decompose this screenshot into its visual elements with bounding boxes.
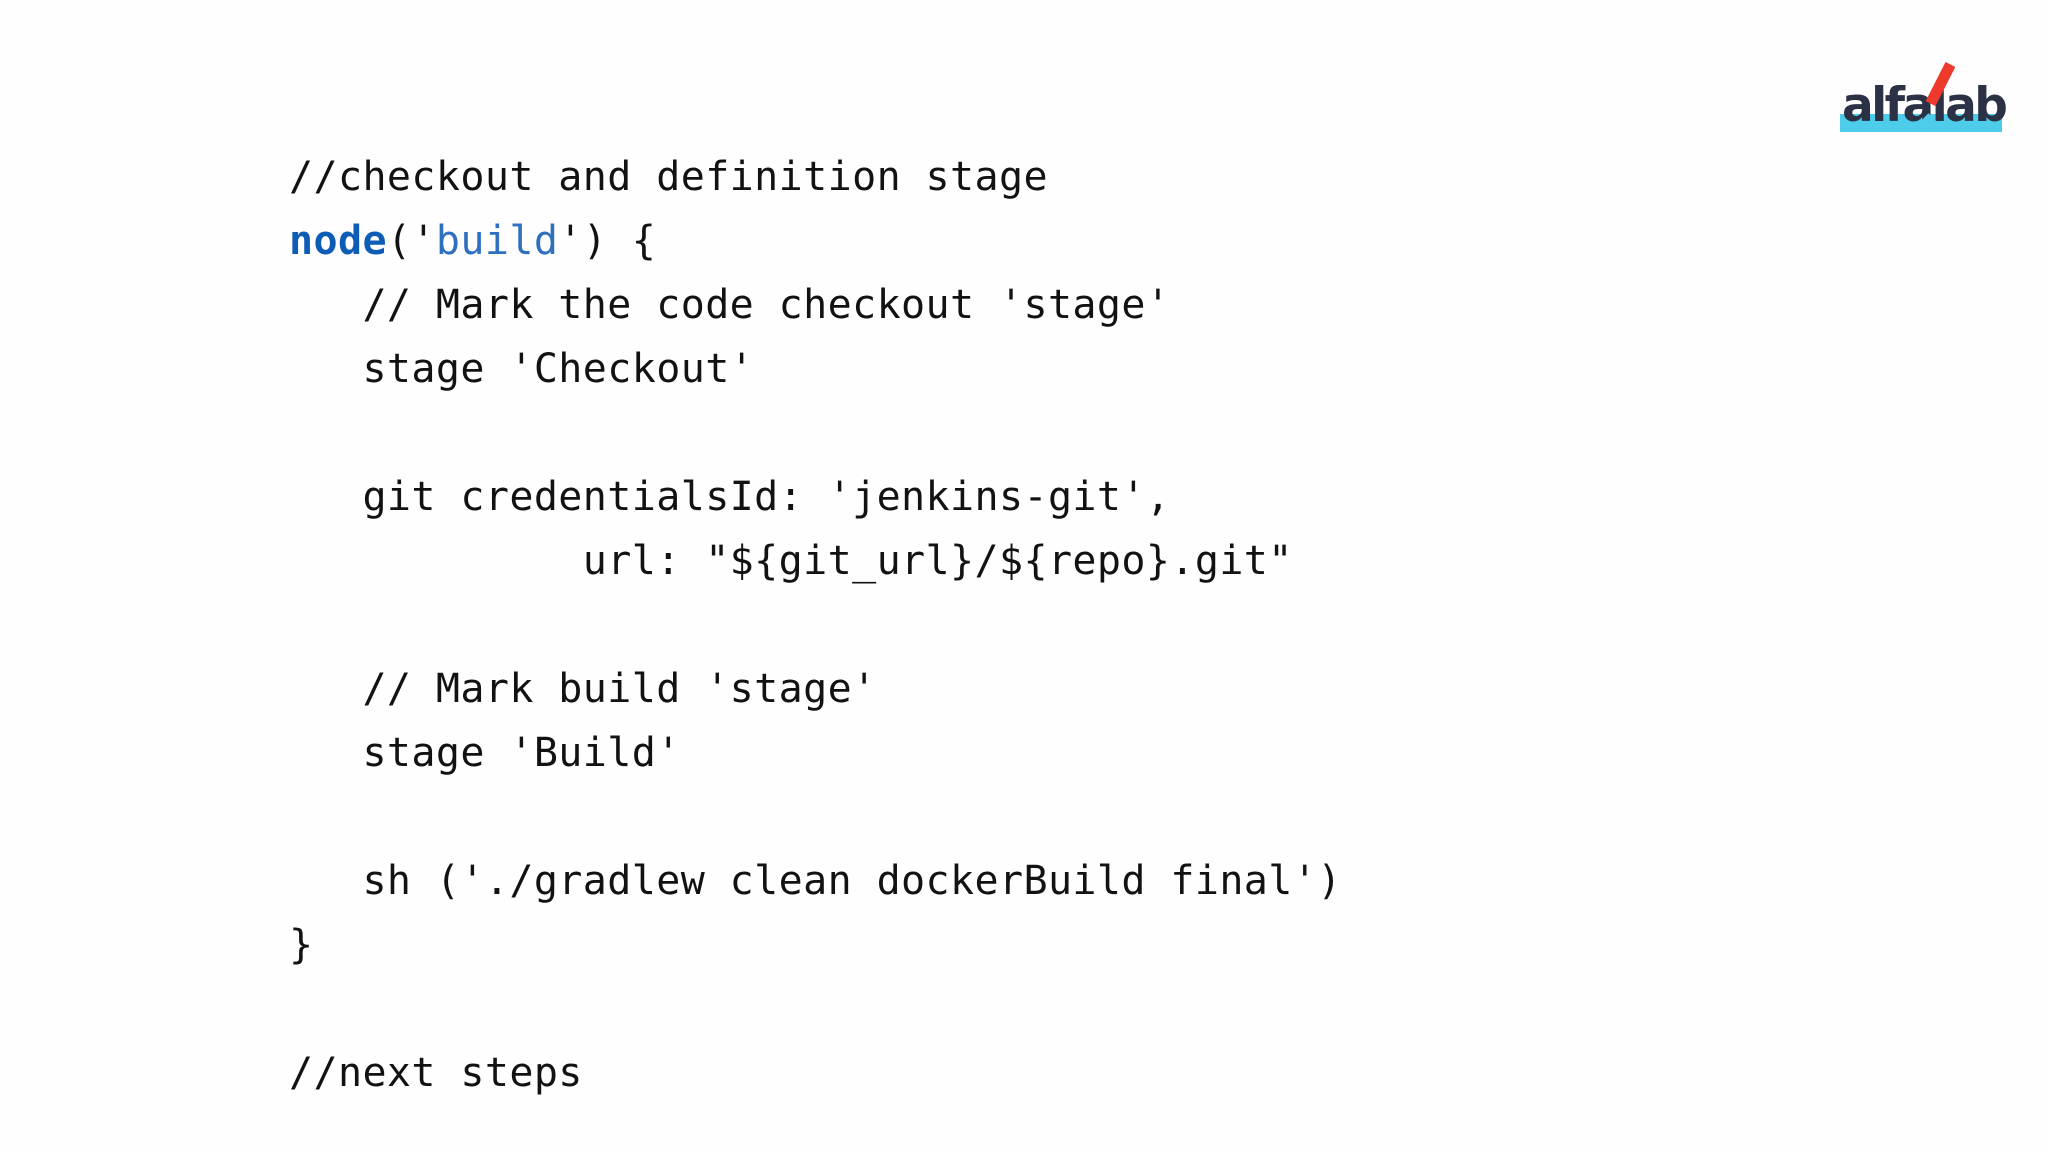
code-line-blank bbox=[289, 593, 1342, 657]
code-line-blank bbox=[289, 977, 1342, 1041]
code-block: //checkout and definition stage node('bui… bbox=[289, 145, 1342, 1105]
code-line: } bbox=[289, 922, 314, 968]
token-close-quote-brace: ') { bbox=[558, 218, 657, 264]
code-line-node-declaration: node('build') { bbox=[289, 209, 1342, 273]
code-line: stage 'Build' bbox=[289, 730, 681, 776]
code-line: url: "${git_url}/${repo}.git" bbox=[289, 538, 1293, 584]
code-line: //checkout and definition stage bbox=[289, 154, 1048, 200]
code-line: // Mark build 'stage' bbox=[289, 666, 877, 712]
token-keyword-node: node bbox=[289, 218, 387, 264]
code-line: // Mark the code checkout 'stage' bbox=[289, 282, 1171, 328]
logo-wordmark-group: alfalab bbox=[1838, 60, 2018, 132]
token-string-build: build bbox=[435, 218, 559, 264]
code-line: git credentialsId: 'jenkins-git', bbox=[289, 474, 1171, 520]
code-line: stage 'Checkout' bbox=[289, 346, 755, 392]
code-line: //next steps bbox=[289, 1050, 583, 1096]
code-line-blank bbox=[289, 401, 1342, 465]
alfalab-logo: alfalab bbox=[1838, 40, 2018, 132]
code-line: sh ('./gradlew clean dockerBuild final') bbox=[289, 858, 1342, 904]
code-line-blank bbox=[289, 785, 1342, 849]
token-open-paren-quote: (' bbox=[386, 218, 436, 264]
